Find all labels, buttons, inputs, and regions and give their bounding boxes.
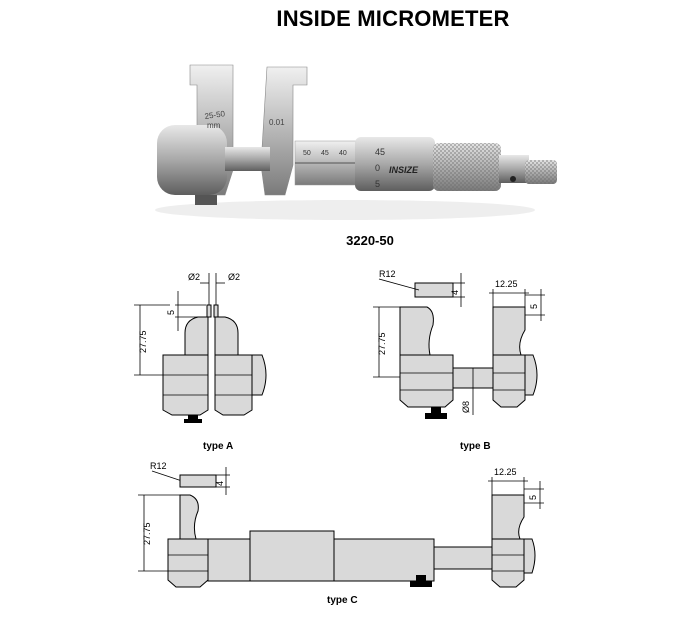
- jaw-range-label: 25-50: [204, 109, 226, 121]
- type-b-dim-thickness: 4: [450, 290, 460, 295]
- jaw-range-unit: mm: [207, 121, 221, 130]
- type-b-drawing: R12 4 12.25 5 27.75 Ø8: [373, 269, 545, 419]
- type-a-dim-tip: 5: [166, 310, 176, 315]
- sleeve-mark-2: 40: [339, 150, 347, 157]
- thimble-mark-1: 0: [375, 163, 380, 173]
- type-b-dim-tip: 5: [529, 304, 539, 309]
- sleeve-mark-0: 50: [303, 150, 311, 157]
- type-a-caption: type A: [203, 441, 234, 452]
- type-c-dim-width: 12.25: [494, 467, 517, 477]
- type-b-caption: type B: [460, 441, 491, 452]
- sleeve-mark-1: 45: [321, 150, 329, 157]
- thimble-mark-2: 5: [375, 179, 380, 189]
- type-c-dim-height: 27.75: [142, 522, 152, 545]
- type-a-dim-height: 27.75: [138, 330, 148, 353]
- type-b-dim-radius: R12: [379, 269, 396, 279]
- resolution-label: 0.01: [269, 118, 285, 127]
- type-a-dim-jaw-right: Ø2: [228, 272, 240, 282]
- type-c-dim-thickness: 4: [215, 481, 225, 486]
- left-cylinder: [157, 125, 227, 195]
- model-number: 3220-50: [346, 233, 394, 248]
- brand-logo: INSIZE: [389, 165, 419, 175]
- product-photo: 25-50 mm 0.01 50 45 40 45 0 5 INSIZE: [155, 64, 557, 220]
- lock-screw: [195, 195, 217, 205]
- type-c-caption: type C: [327, 595, 358, 606]
- type-b-dim-width: 12.25: [495, 279, 518, 289]
- type-b-dim-height: 27.75: [377, 332, 387, 355]
- thimble: [355, 137, 435, 191]
- rod: [225, 147, 270, 171]
- type-a-drawing: Ø2 Ø2 5 27.75: [134, 272, 267, 423]
- type-c-dim-radius: R12: [150, 461, 167, 471]
- type-c-dim-tip: 5: [528, 495, 538, 500]
- type-c-drawing: R12 4 12.25 5 27.75: [138, 461, 544, 588]
- page-title: INSIDE MICROMETER: [276, 6, 510, 31]
- thimble-mark-0: 45: [375, 147, 385, 157]
- type-b-dim-shaft: Ø8: [461, 401, 471, 413]
- right-jaw: [260, 66, 308, 196]
- type-a-dim-jaw-left: Ø2: [188, 272, 200, 282]
